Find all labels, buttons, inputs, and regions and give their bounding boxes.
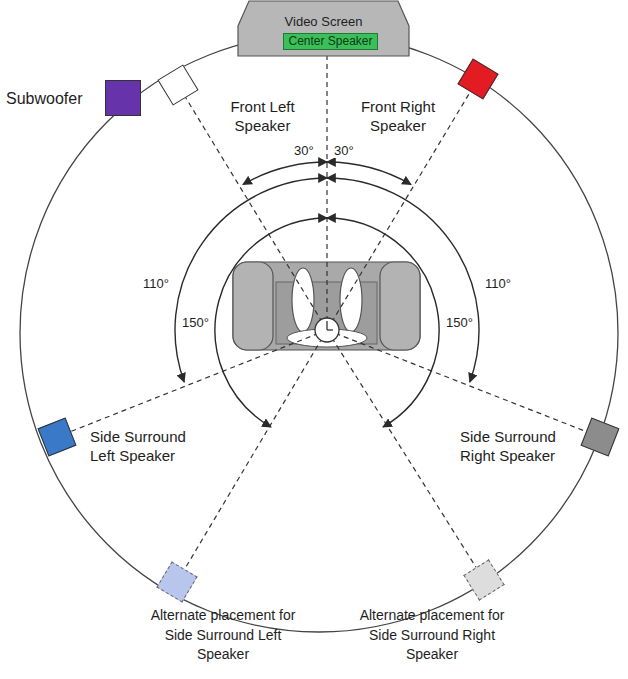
speaker-box bbox=[105, 80, 141, 116]
angle-label: 110° bbox=[484, 276, 512, 291]
speaker-label: Side Surround Right Speaker bbox=[460, 428, 578, 466]
angle-arc bbox=[215, 218, 327, 427]
video-screen: Video ScreenCenter Speaker bbox=[237, 0, 410, 57]
speaker-box bbox=[157, 64, 198, 105]
speaker-box bbox=[463, 559, 504, 600]
speaker-label: Front Right Speaker bbox=[352, 98, 444, 136]
alternate-right-speaker: Alternate placement for Side Surround Ri… bbox=[352, 606, 512, 665]
angle-label: 30° bbox=[293, 143, 315, 158]
speaker-label: Alternate placement for Side Surround Le… bbox=[148, 606, 298, 665]
alternate-left-speaker: Alternate placement for Side Surround Le… bbox=[148, 606, 298, 665]
sightline bbox=[177, 330, 327, 582]
angle-label: 30° bbox=[333, 143, 355, 158]
angle-label: 150° bbox=[181, 315, 210, 330]
side-left-speaker: Side Surround Left Speaker bbox=[90, 428, 208, 466]
subwoofer: Subwoofer bbox=[6, 89, 102, 116]
angle-arc bbox=[175, 178, 327, 382]
speaker-label: Side Surround Left Speaker bbox=[90, 428, 208, 466]
listener-head bbox=[315, 318, 339, 342]
sightline bbox=[326, 52, 327, 330]
front-left-speaker: Front Left Speaker bbox=[215, 98, 310, 136]
angle-label: 110° bbox=[142, 276, 170, 291]
sightline bbox=[178, 85, 327, 330]
sightline bbox=[327, 330, 600, 437]
side-right-speaker: Side Surround Right Speaker bbox=[460, 428, 578, 466]
speaker-label: Front Left Speaker bbox=[215, 98, 310, 136]
sightline bbox=[57, 330, 327, 437]
speaker-label: Subwoofer bbox=[6, 89, 102, 109]
speaker-box bbox=[581, 418, 620, 457]
speaker-box bbox=[457, 58, 498, 99]
angle-arc bbox=[327, 178, 479, 382]
sightline bbox=[327, 79, 478, 330]
speaker-box bbox=[38, 418, 77, 457]
center-speaker: Center Speaker bbox=[283, 33, 378, 50]
speaker-label: Alternate placement for Side Surround Ri… bbox=[352, 606, 512, 665]
listening-circle bbox=[20, 34, 618, 632]
front-right-speaker: Front Right Speaker bbox=[352, 98, 444, 136]
angle-arc bbox=[327, 162, 411, 185]
angle-label: 150° bbox=[445, 315, 474, 330]
screen-label: Video Screen bbox=[237, 0, 410, 30]
speaker-label: Center Speaker bbox=[288, 34, 373, 49]
angle-arc bbox=[243, 162, 327, 185]
angle-arc bbox=[327, 218, 439, 427]
speaker-box bbox=[156, 561, 197, 602]
